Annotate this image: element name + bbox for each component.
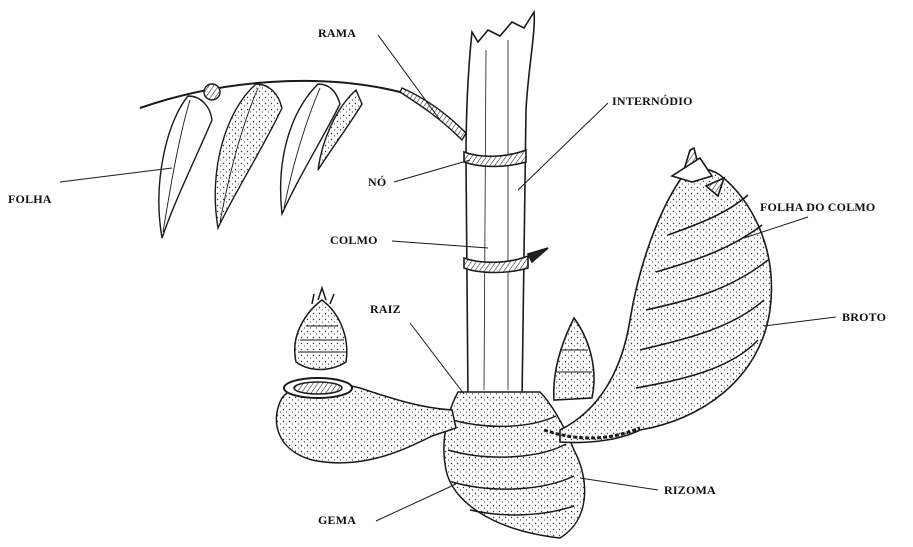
label-internodio: INTERNÓDIO xyxy=(612,94,693,109)
leader-gema xyxy=(376,484,456,521)
leader-rizoma xyxy=(580,478,658,490)
label-folha-do-colmo: FOLHA DO COLMO xyxy=(760,200,875,215)
label-rama: RAMA xyxy=(318,26,356,41)
label-colmo: COLMO xyxy=(330,233,378,248)
leader-no xyxy=(394,160,470,182)
label-no: NÓ xyxy=(368,175,386,190)
leader-internodio xyxy=(518,103,608,190)
branch-with-leaves xyxy=(140,81,466,238)
label-raiz: RAIZ xyxy=(370,302,401,317)
label-gema: GEMA xyxy=(318,513,356,528)
label-broto: BROTO xyxy=(842,310,886,325)
left-rhizome xyxy=(276,288,456,463)
culm xyxy=(464,12,548,400)
leader-broto xyxy=(764,317,836,326)
leader-rama xyxy=(378,35,440,120)
label-rizoma: RIZOMA xyxy=(664,483,716,498)
leader-raiz xyxy=(410,323,464,394)
leader-folha xyxy=(60,168,172,182)
rhizome xyxy=(444,392,585,538)
label-folha: FOLHA xyxy=(8,192,52,207)
shoot xyxy=(544,148,771,443)
